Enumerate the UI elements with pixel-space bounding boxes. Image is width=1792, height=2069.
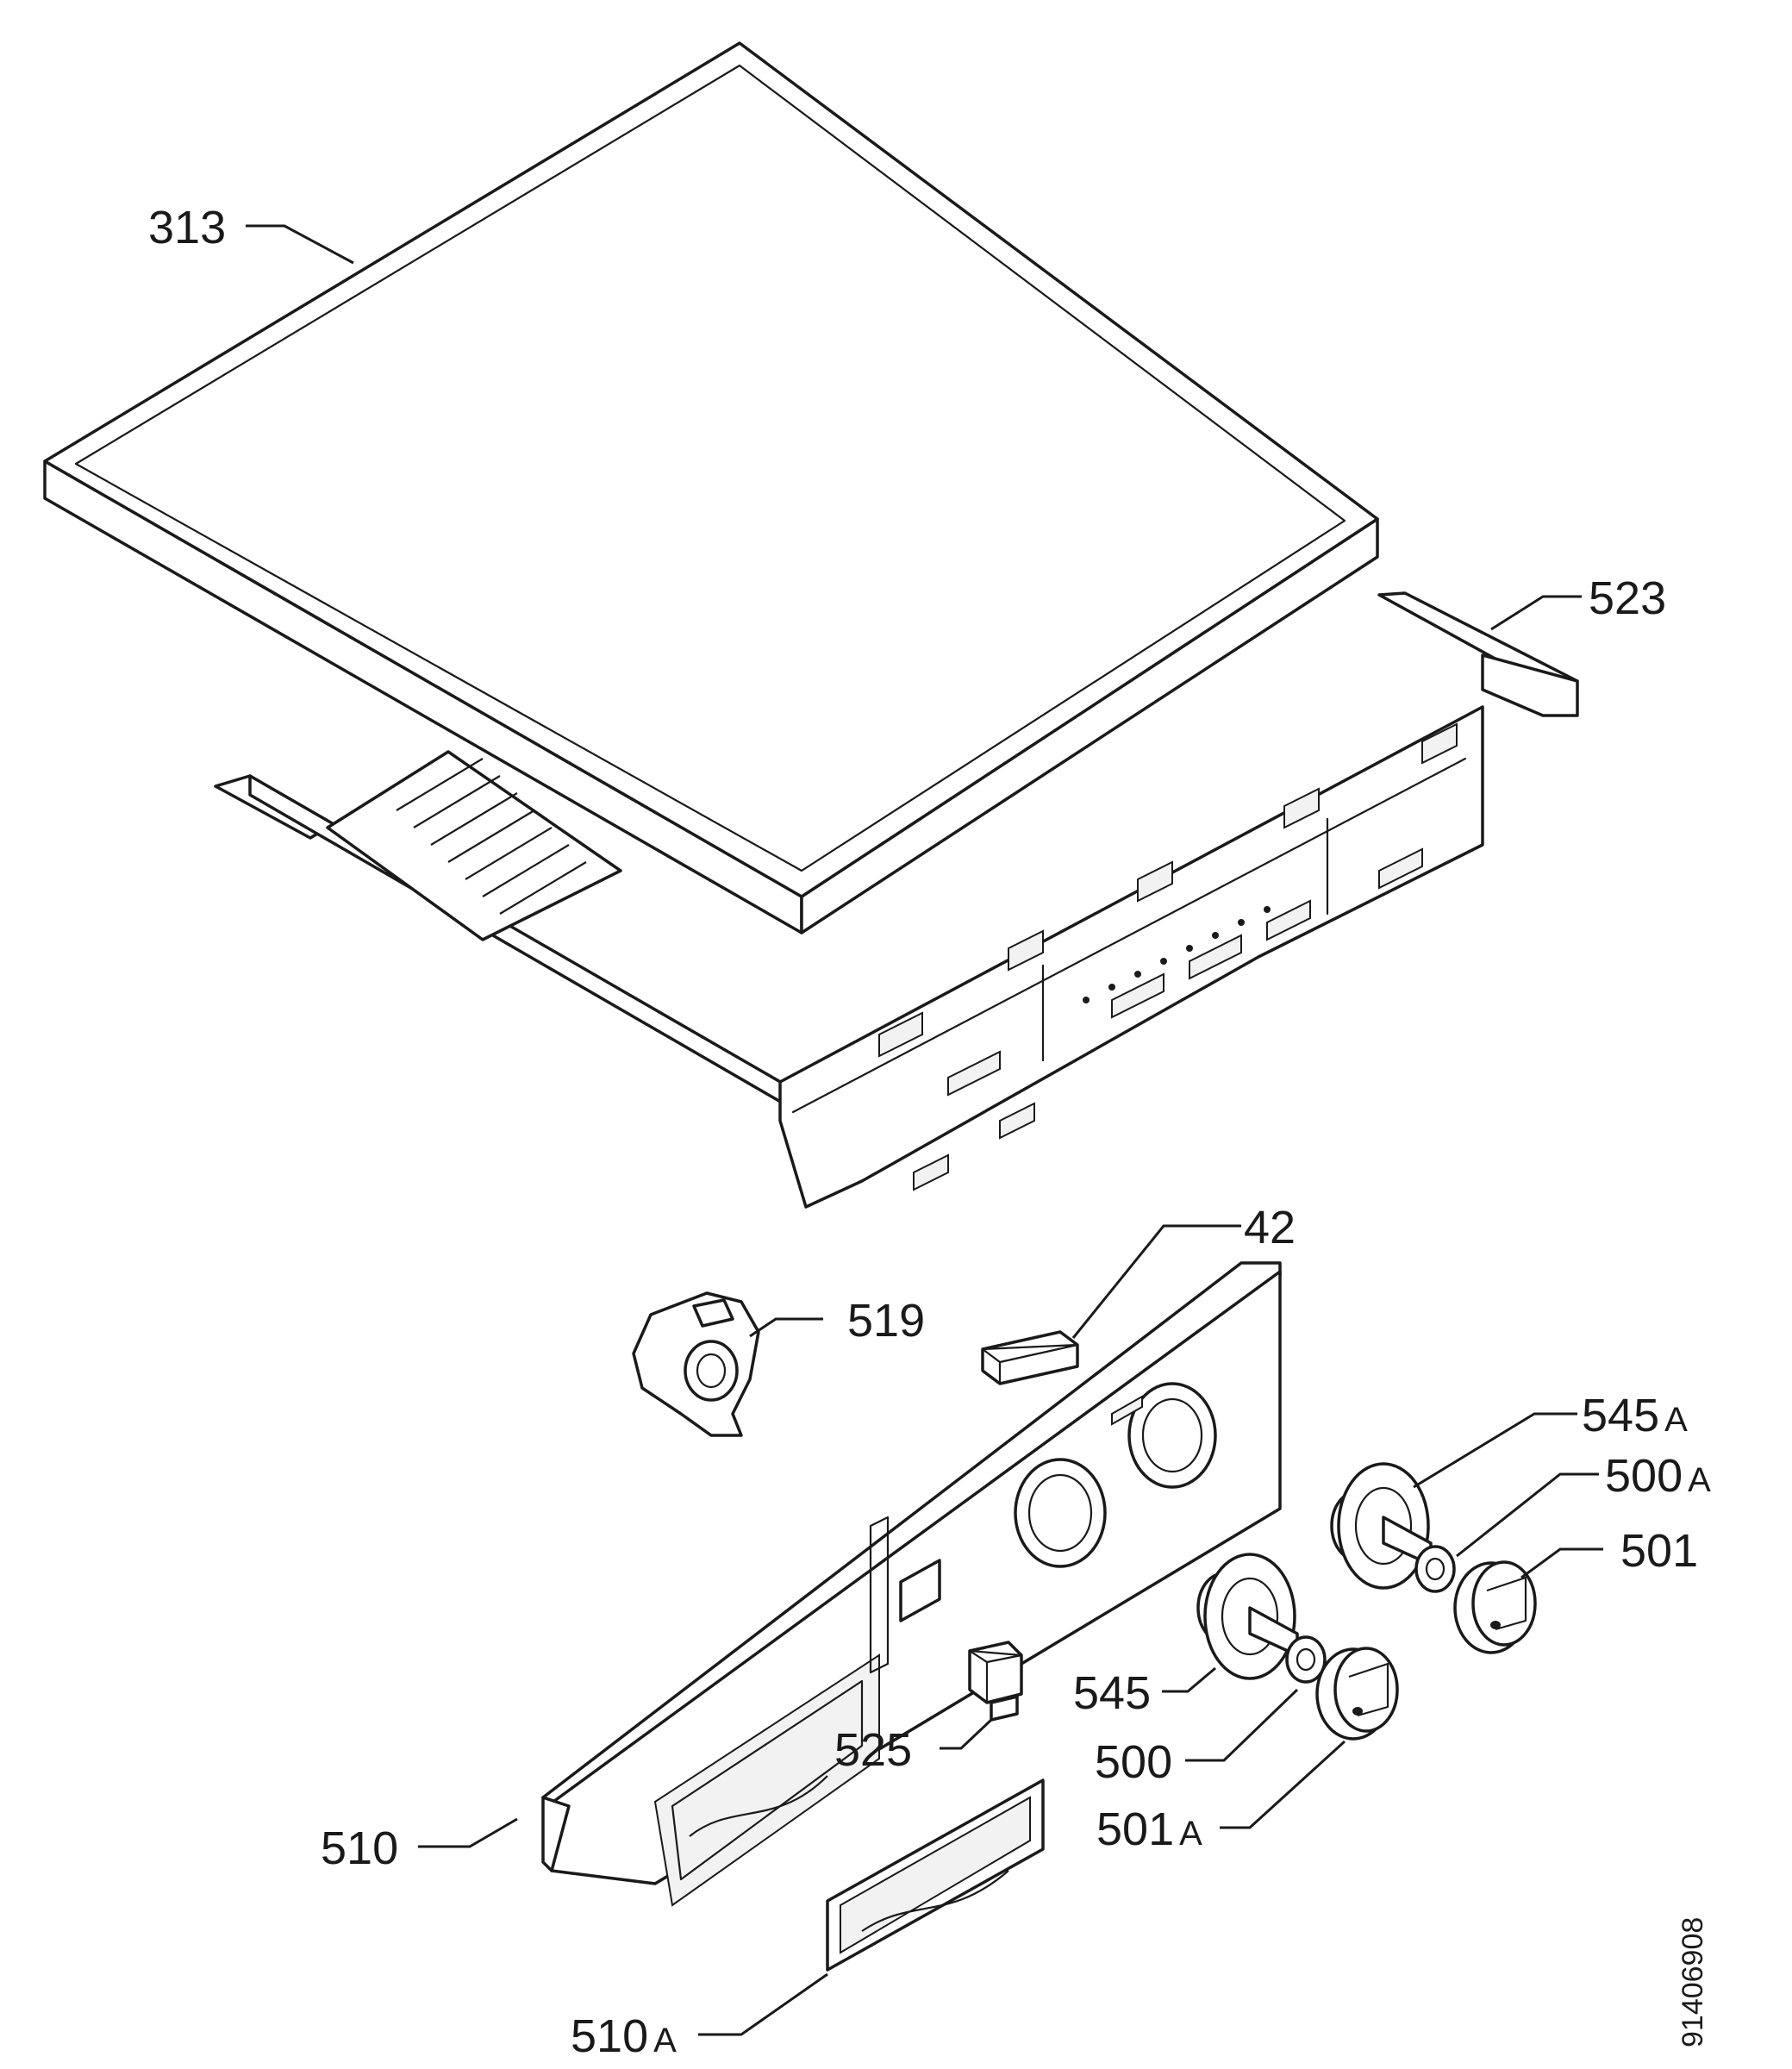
part-525-switch (968, 1641, 1023, 1722)
label-510: 510 (321, 1822, 398, 1874)
leader-lines (246, 224, 1603, 2036)
label-525: 525 (834, 1724, 912, 1776)
label-523: 523 (1589, 572, 1666, 624)
part-545A-bushing (1330, 1462, 1433, 1590)
label-501: 501 (1620, 1525, 1698, 1577)
label-545: 545 (1073, 1667, 1151, 1719)
label-313: 313 (148, 202, 226, 253)
part-510A-flap (826, 1778, 1045, 1972)
part-519-holder (632, 1291, 760, 1437)
label-519: 519 (847, 1295, 925, 1347)
part-313-top-cover (43, 41, 1379, 934)
part-545-bushing (1196, 1553, 1299, 1680)
part-500-shaft (1285, 1635, 1327, 1684)
label-500: 500 (1095, 1736, 1172, 1788)
part-510-fascia (541, 1261, 1282, 1907)
part-42-switch (981, 1330, 1079, 1385)
label-42: 42 (1244, 1202, 1296, 1253)
part-523-frame (214, 591, 1579, 1209)
drawing-number: 91406908 (1676, 1917, 1709, 2047)
part-501-knob (1453, 1560, 1537, 1654)
part-501A-knob (1315, 1647, 1399, 1741)
part-500A-shaft (1414, 1545, 1456, 1593)
